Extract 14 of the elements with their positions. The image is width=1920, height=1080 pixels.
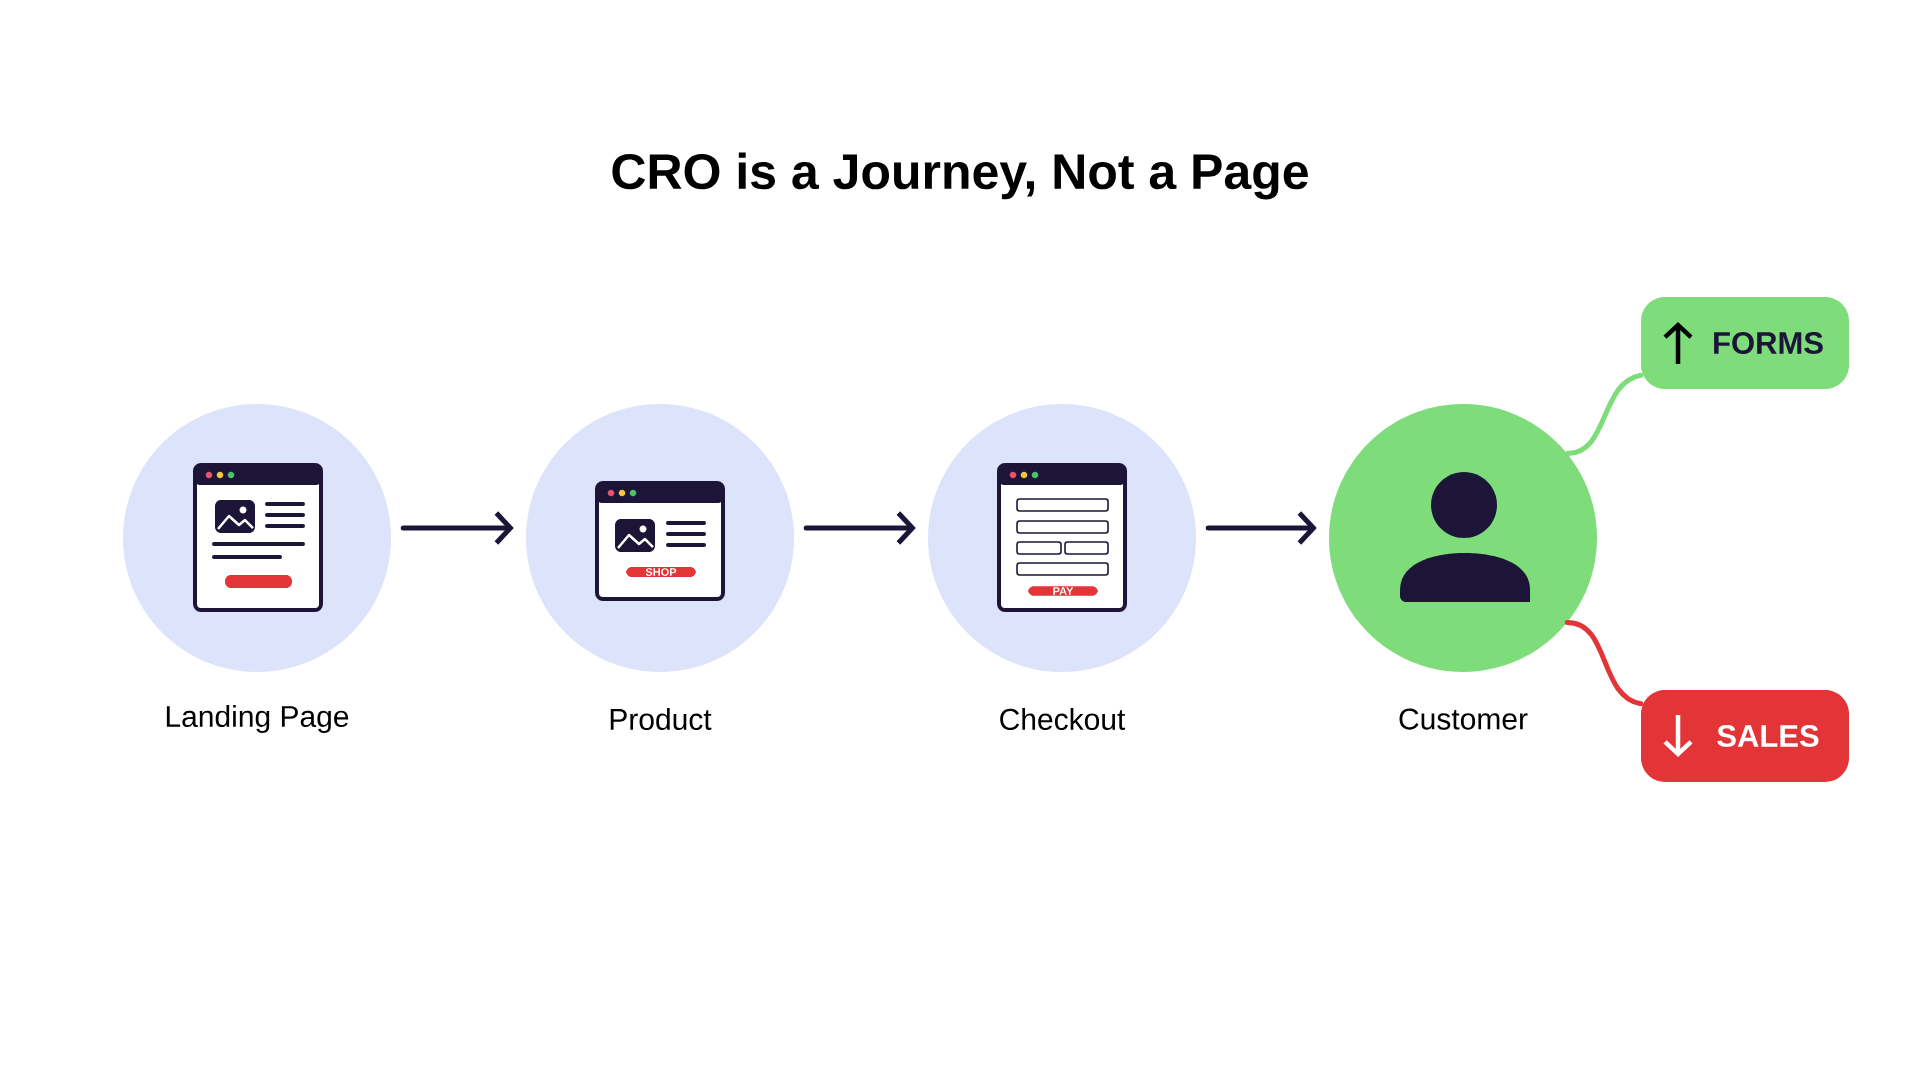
connector-line [1564, 619, 1644, 707]
connector-line [1564, 372, 1644, 457]
title: CRO is a Journey, Not a Page [612, 152, 1308, 200]
step-label: Customer [1399, 708, 1528, 730]
shop-button: SHOP [626, 567, 696, 577]
arrow [1205, 511, 1317, 545]
pay-button: PAY [1028, 586, 1098, 596]
sales-badge: SALES [1641, 690, 1849, 782]
step-label: Checkout [1000, 708, 1126, 731]
arrow [400, 511, 514, 545]
step-label: Product [610, 708, 712, 731]
arrow [803, 511, 916, 545]
forms-badge: FORMS [1641, 297, 1849, 389]
step-label: Landing Page [166, 705, 349, 733]
